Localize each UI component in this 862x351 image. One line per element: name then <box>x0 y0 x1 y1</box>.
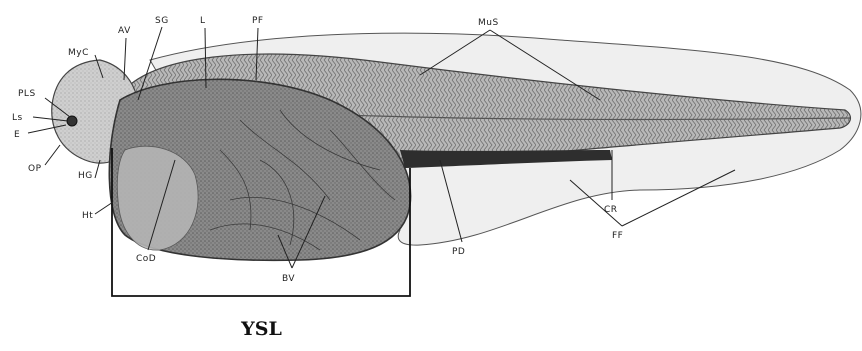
label-mus: MuS <box>478 18 499 28</box>
label-pf: PF <box>252 16 264 26</box>
label-sg: SG <box>155 16 169 26</box>
heart <box>117 146 198 250</box>
label-e: E <box>14 130 20 140</box>
label-op: OP <box>28 164 42 174</box>
label-cr: CR <box>604 205 618 215</box>
eye <box>67 116 77 126</box>
label-myc: MyC <box>68 48 89 58</box>
label-ls: Ls <box>12 113 23 123</box>
label-cod: CoD <box>136 254 156 264</box>
label-av: AV <box>118 26 131 36</box>
label-pd: PD <box>452 247 465 257</box>
caption-ysl: YSL <box>0 318 523 340</box>
label-bv: BV <box>282 274 295 284</box>
label-ff: FF <box>612 231 623 241</box>
label-pls: PLS <box>18 89 36 99</box>
label-l: L <box>200 16 206 26</box>
label-hg: HG <box>78 171 93 181</box>
label-ht: Ht <box>82 211 93 221</box>
